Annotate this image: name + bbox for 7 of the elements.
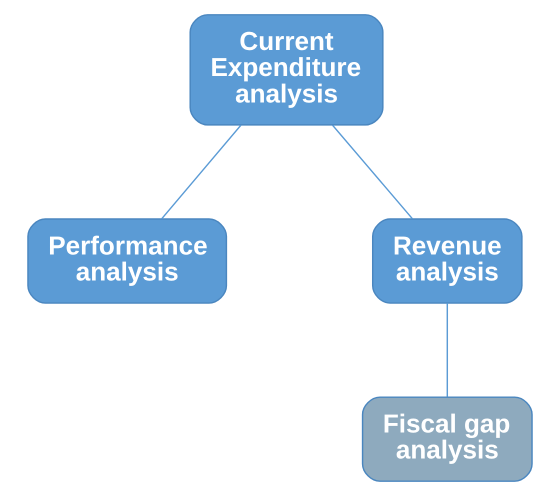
- node-box: Current Expenditure analysis: [188, 14, 384, 126]
- connector: [332, 124, 413, 219]
- connector: [446, 302, 448, 396]
- node-box: Performance analysis: [26, 218, 227, 304]
- node-box: Revenue analysis: [371, 218, 522, 304]
- node-box: Fiscal gap analysis: [361, 396, 532, 482]
- connector: [160, 124, 241, 219]
